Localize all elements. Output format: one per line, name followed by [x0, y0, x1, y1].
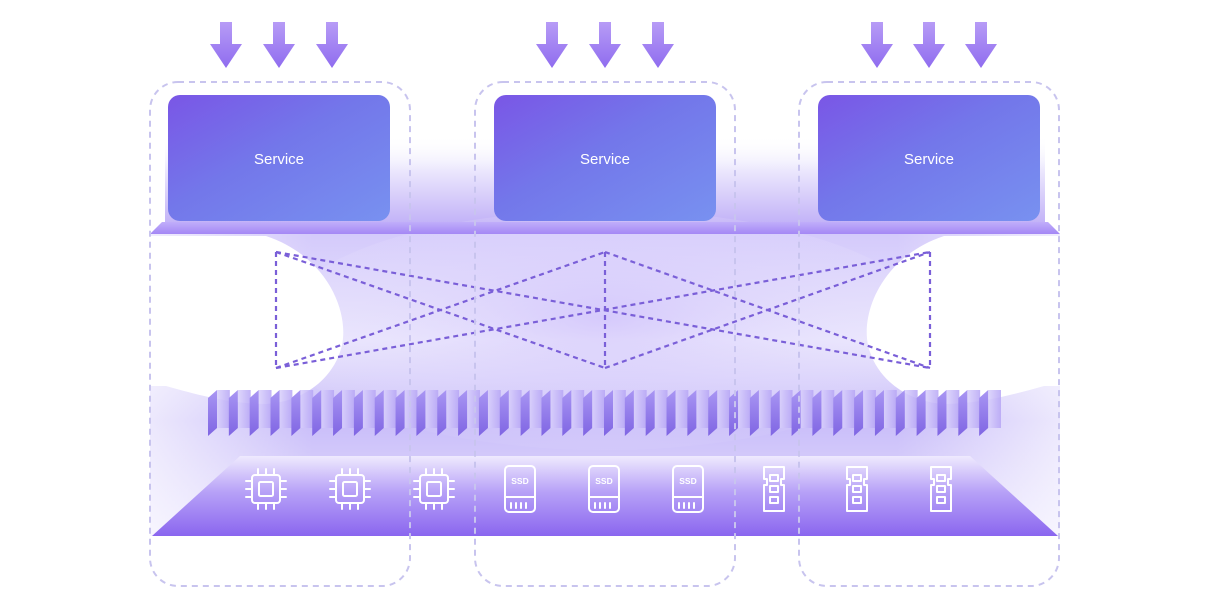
- service-box-background: [818, 95, 1040, 221]
- down-arrow-icon: [316, 22, 348, 68]
- slab-block: [437, 390, 460, 436]
- slab-block: [520, 390, 543, 436]
- slab-block: [770, 390, 793, 436]
- cpu-icon: [245, 468, 287, 510]
- slab-block: [895, 390, 918, 436]
- slab-block: [562, 390, 585, 436]
- slab-block: [854, 390, 876, 436]
- column-outline-1: [149, 81, 411, 587]
- down-arrow-icon: [913, 22, 945, 68]
- down-arrow-icon: [965, 22, 997, 68]
- service-box-background: [168, 95, 390, 221]
- cpu-icon: [329, 468, 371, 510]
- service-label: Service: [254, 151, 304, 168]
- slab-block: [708, 390, 731, 436]
- column-outlines: [149, 81, 1060, 587]
- ssd-icon-text: SSD: [595, 476, 612, 486]
- service-label: Service: [904, 151, 954, 168]
- slab-block: [416, 390, 439, 436]
- slab-block: [395, 390, 418, 436]
- slab-block: [749, 390, 772, 436]
- down-arrow-icon: [589, 22, 621, 68]
- connection-line: [604, 250, 931, 370]
- slab-block: [874, 390, 897, 436]
- ssd-icon-text: SSD: [679, 476, 696, 486]
- incoming-arrows: [210, 22, 997, 68]
- service-box-3: Service: [818, 95, 1040, 221]
- slab-block: [291, 390, 314, 436]
- cross-connections: [274, 250, 932, 370]
- slab-block: [458, 390, 480, 436]
- service-ledge: [150, 222, 1060, 234]
- down-arrow-icon: [263, 22, 295, 68]
- service-box-1: Service: [168, 95, 390, 221]
- slab-block: [208, 390, 230, 436]
- slab-block: [312, 390, 335, 436]
- slab-block: [687, 390, 710, 436]
- service-box-2: Service: [494, 95, 716, 221]
- slab-block: [833, 390, 856, 436]
- ssd-icon: SSD: [588, 465, 620, 513]
- service-box-background: [494, 95, 716, 221]
- memory-icon: [846, 466, 868, 512]
- down-arrow-icon: [861, 22, 893, 68]
- slab-block: [604, 390, 626, 436]
- slab-block: [228, 390, 251, 436]
- memory-icon: [930, 466, 952, 512]
- ssd-icon-text: SSD: [511, 476, 528, 486]
- slab-block: [249, 390, 272, 436]
- slab-block: [478, 390, 501, 436]
- connection-line: [275, 250, 931, 370]
- down-arrow-icon: [210, 22, 242, 68]
- slab-block: [270, 390, 293, 436]
- column-outline-3: [798, 81, 1060, 587]
- memory-icon: [763, 466, 785, 512]
- slab-block: [353, 390, 376, 436]
- slab-block: [958, 390, 981, 436]
- slab-block: [499, 390, 522, 436]
- resource-icons: SSD SSD SSD: [245, 465, 952, 513]
- down-arrow-icon: [536, 22, 568, 68]
- slab-block: [541, 390, 564, 436]
- slab-block: [937, 390, 960, 436]
- cpu-icon: [413, 468, 455, 510]
- slab-block: [333, 390, 355, 436]
- slab-block: [645, 390, 668, 436]
- down-arrow-icon: [642, 22, 674, 68]
- connection-line: [275, 250, 606, 370]
- ssd-icon: SSD: [504, 465, 536, 513]
- slab-block: [979, 390, 1001, 436]
- slab-block: [916, 390, 939, 436]
- service-label: Service: [580, 151, 630, 168]
- slab-block: [624, 390, 647, 436]
- slab-block: [666, 390, 689, 436]
- slab-block: [583, 390, 605, 436]
- column-outline-2: [474, 81, 736, 587]
- slab-block: [812, 390, 835, 436]
- ssd-icon: SSD: [672, 465, 704, 513]
- connection-line: [275, 250, 931, 370]
- slab-block: [374, 390, 397, 436]
